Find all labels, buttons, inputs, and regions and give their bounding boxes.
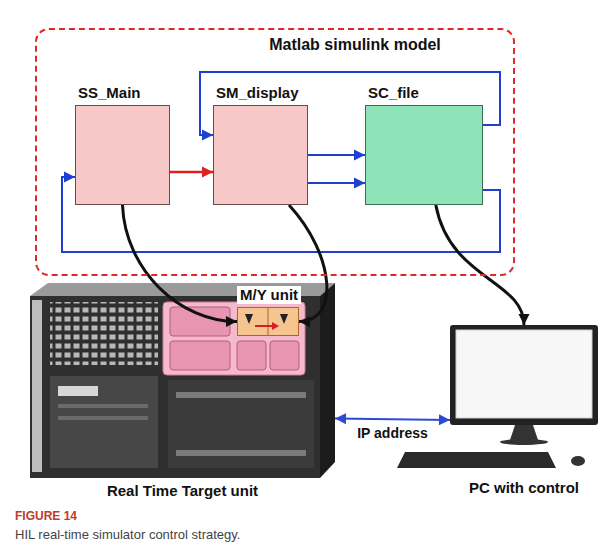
rack-panel [168, 380, 314, 468]
monitor-bezel [450, 325, 598, 425]
rack-logo-plate [58, 386, 98, 396]
connector [436, 205, 524, 325]
core-tile-shape [270, 341, 299, 370]
region-title: Matlab simulink model [269, 36, 441, 54]
node-label: Real Time Target unit [107, 482, 258, 500]
arrowhead [202, 167, 213, 178]
connector [335, 419, 450, 420]
grid-panel [163, 302, 305, 375]
tile-arrow [255, 325, 273, 327]
rack-front [30, 296, 320, 478]
arrowhead [335, 413, 346, 424]
connector [289, 205, 327, 322]
rack-slot [176, 392, 306, 398]
marker-triangle [280, 314, 288, 324]
rack-slot [58, 404, 148, 408]
rack-handle [32, 300, 42, 472]
connector [123, 205, 238, 322]
monitor-stand [510, 425, 538, 440]
model-region: Matlab simulink modelSS_MainSM_displaySC… [35, 28, 515, 276]
mouse [571, 456, 585, 466]
rack-ports [50, 302, 158, 365]
keyboard [397, 452, 556, 468]
target-unit: Real Time Target unitM/Y unit [30, 282, 335, 478]
core-tile: M/Y unit [237, 307, 299, 336]
arrowhead [354, 178, 365, 189]
subsystem-box: SS_Main [75, 105, 170, 205]
subsystem-box: SM_display [213, 105, 308, 205]
rack-slot [58, 416, 148, 420]
figure-number: FIGURE 14 [15, 509, 77, 524]
arrowhead [202, 130, 213, 141]
monitor-base [500, 439, 548, 445]
rack-side [320, 283, 335, 478]
marker-triangle [245, 314, 253, 324]
arrowhead [226, 316, 237, 327]
tile-arrowhead [272, 322, 279, 330]
node-label: PC with control [469, 479, 579, 497]
active-tile-fill [237, 307, 299, 336]
connector-label: IP address [354, 425, 431, 442]
arrowhead [439, 414, 450, 425]
subsystem-box: SC_file [365, 105, 483, 205]
arrowhead [519, 314, 530, 325]
node-label: SC_file [368, 84, 419, 102]
rack-panel [50, 376, 158, 468]
core-grid [163, 302, 305, 375]
core-tile-shape [237, 341, 266, 370]
tile-divider [268, 307, 269, 336]
pc-computer [397, 325, 598, 468]
simulator-rack [30, 283, 335, 478]
node-label: SS_Main [78, 84, 141, 102]
monitor-screen [456, 330, 592, 418]
arrowhead [299, 316, 310, 327]
core-tile-shape [170, 341, 230, 370]
rack-slot [176, 450, 306, 456]
arrowhead [64, 172, 75, 183]
node-label: M/Y unit [237, 286, 301, 304]
arrowhead [354, 150, 365, 161]
node-label: SM_display [216, 84, 299, 102]
figure-caption: HIL real-time simulator control strategy… [15, 527, 240, 543]
pc-unit: PC with control [450, 325, 598, 475]
